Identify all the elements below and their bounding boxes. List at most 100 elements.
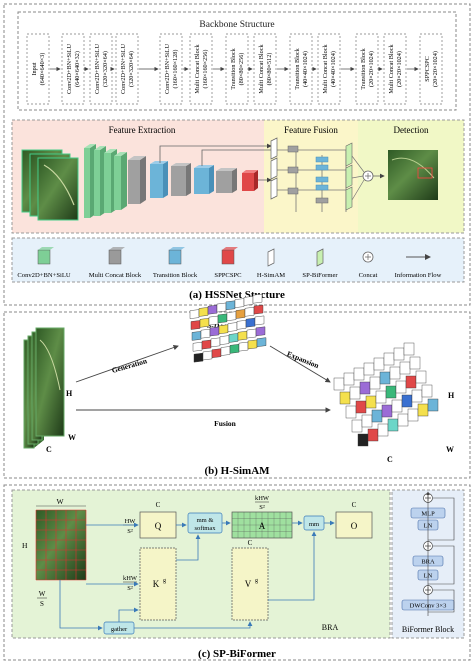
weight-cell (200, 328, 211, 339)
output-cell (421, 384, 433, 398)
k-label: K (153, 579, 160, 589)
weight-cell (235, 309, 246, 319)
panel-b-out-h: H (448, 391, 455, 400)
weight-cell (207, 304, 218, 315)
output-cell (351, 419, 363, 433)
backbone-block-5 (189, 33, 213, 105)
weight-cell (208, 315, 219, 326)
weight-cell (217, 313, 228, 324)
output-cell (367, 428, 379, 442)
panel-c-caption: (c) SP-BiFormer (198, 648, 276, 660)
weight-cell (202, 350, 213, 361)
output-cell (387, 418, 399, 432)
panel-b-out-w: W (446, 445, 454, 454)
output-cell (383, 352, 395, 366)
output-cell (381, 404, 393, 418)
legend-swatch-4 (267, 248, 275, 267)
backbone-block-10 (355, 33, 379, 105)
output-cell (345, 405, 357, 419)
q-hw: HW (125, 518, 137, 525)
bra-arrows (59, 520, 335, 631)
k-s2: S² (127, 585, 133, 592)
mm-softmax-line2: softmax (195, 525, 217, 532)
backbone-block-12 (419, 33, 443, 105)
output-cell (361, 414, 373, 428)
legend-frame (11, 237, 465, 283)
output-cell (395, 380, 407, 394)
feature-extraction-label: Feature Extraction (109, 125, 176, 135)
weight-cell (220, 346, 231, 356)
legend-label-5: SP-BiFormer (302, 272, 338, 279)
weight-cell (238, 341, 249, 352)
backbone-block-label: Transition Block(80×80×256) (230, 47, 245, 89)
panel-c-w-over-s-num: W (39, 590, 46, 598)
fusion-network (270, 137, 385, 212)
weight-cell (198, 307, 209, 317)
weight-cell (192, 341, 203, 352)
output-weights (333, 342, 439, 447)
weight-cell (236, 320, 247, 330)
legend-swatch-1 (108, 249, 122, 265)
weight-cell (210, 337, 221, 348)
weight-cell (189, 309, 200, 319)
input-feature-cube (23, 327, 65, 449)
a-label: A (259, 521, 266, 531)
output-cell (365, 395, 377, 409)
weight-cell (211, 348, 222, 358)
output-cell (359, 381, 371, 395)
output-cell (355, 400, 367, 414)
expansion-label: Expansion (286, 349, 321, 370)
panel-b-c: C (46, 445, 52, 454)
output-cell (363, 362, 375, 376)
weight-cell (245, 317, 256, 328)
weight-cell (199, 318, 210, 328)
weight-cell (244, 306, 255, 317)
a-s2: S² (259, 504, 265, 511)
output-cell (373, 357, 385, 371)
feature-fusion-label: Feature Fusion (284, 125, 338, 135)
panel-b-w: W (68, 433, 76, 442)
mm-label: mm (309, 521, 319, 528)
legend-swatch-0 (37, 249, 51, 265)
biformer-block-title: BiFormer Block (402, 625, 454, 634)
weight-cell (225, 300, 236, 311)
bra-label: BRA (322, 623, 339, 632)
v-sup: g (255, 578, 258, 584)
panel-b-h: H (66, 389, 73, 398)
backbone-block-label: Conv2D+BN+SiLU(320×320×64) (120, 43, 135, 93)
backbone-block-label: Multi Concat Block(20×20×1024) (388, 44, 403, 94)
output-cell (411, 389, 423, 403)
backbone-block-label: Conv2D+BN+SiLU(320×320×64) (94, 43, 109, 93)
backbone-block-label: Input(640×640×3) (31, 53, 46, 86)
weight-cell (234, 298, 245, 308)
output-cell (339, 391, 351, 405)
output-cell (399, 361, 411, 375)
backbone-block-label: Multi Concat Block(80×80×512) (258, 44, 273, 94)
weight-cell (243, 296, 254, 306)
weight-cell (219, 335, 230, 345)
extraction-blocks (84, 144, 258, 218)
backbone-block-3 (115, 33, 139, 105)
output-cell (405, 375, 417, 389)
legend-label-0: Conv2D+BN+SiLU (17, 272, 70, 279)
legend-label-1: Multi Concat Block (89, 272, 142, 279)
weight-cell (218, 324, 229, 335)
legend-label-4: H-SimAM (257, 272, 285, 279)
weight-cell (228, 333, 239, 343)
output-cell (427, 398, 439, 412)
o-c-label: C (352, 501, 357, 509)
backbone-block-1 (61, 33, 85, 105)
output-cell (375, 390, 387, 404)
legend-label-7: Information Flow (395, 272, 442, 279)
output-cell (393, 347, 405, 361)
output-cell (415, 370, 427, 384)
output-cell (349, 386, 361, 400)
weight-cell (201, 339, 212, 350)
weight-cell (229, 344, 240, 354)
region-grid-image (35, 509, 87, 581)
weight-cell (209, 326, 220, 337)
weight-cell (246, 328, 257, 339)
output-cell (379, 371, 391, 385)
backbone-block-label: Conv2D+BN+SiLU(160×160×128) (164, 43, 179, 93)
panel-b-caption: (b) H-SimAM (204, 465, 270, 477)
